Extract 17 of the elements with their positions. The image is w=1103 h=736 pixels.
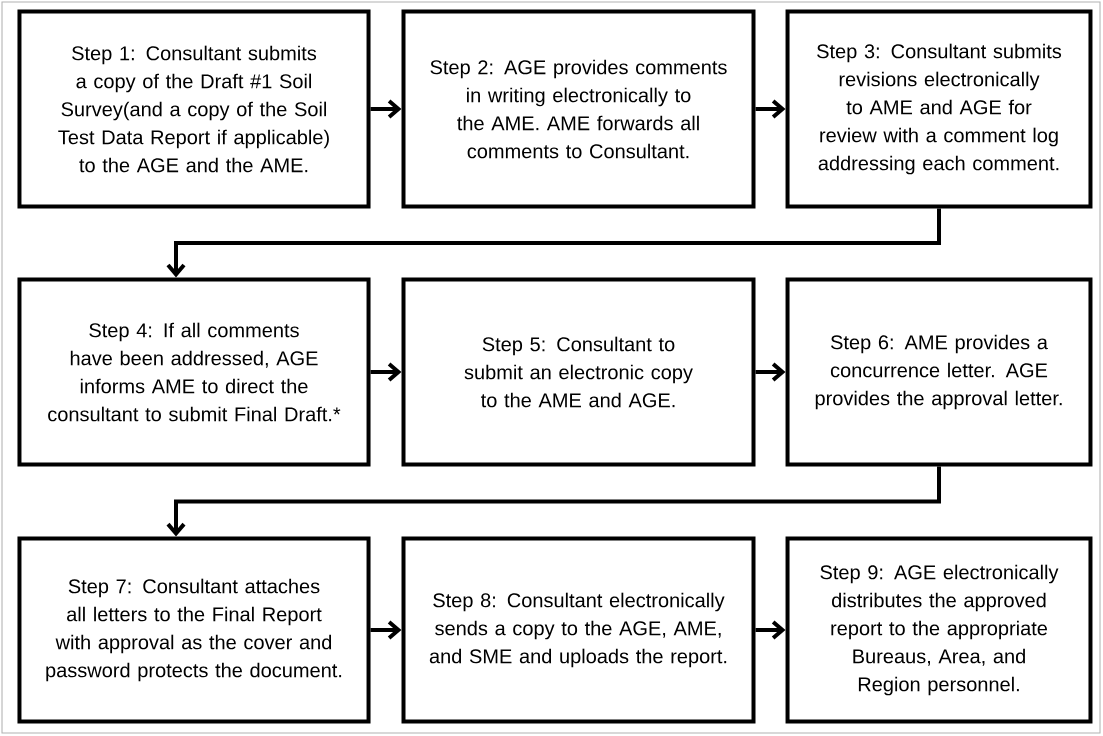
arrow [166, 466, 941, 537]
arrow [370, 362, 402, 382]
process-box: Step 1: Consultant submits a copy of the Draft #1 Soil Survey(and a copy of the Soil Test Data Report if applicable) to the AGE and the AME. [17, 9, 371, 209]
arrow [166, 208, 941, 278]
process-box: Step 5: Consultant to submit an electronic copy to the AME and AGE. [401, 277, 756, 467]
process-box: Step 6: AME provides a concurrence letter. AGE provides the approval letter. [785, 277, 1093, 467]
process-box: Step 4: If all comments have been addressed, AGE informs AME to direct the consultant to submit Final Draft.* [17, 277, 371, 467]
process-box: Step 9: AGE electronically distributes the approved report to the appropriate Bureaus, Area, and Region personnel. [785, 536, 1093, 724]
arrow [755, 99, 786, 119]
arrow [755, 620, 786, 640]
arrow [755, 362, 786, 382]
process-box: Step 7: Consultant attaches all letters to the Final Report with approval as the cover and password protects the document. [17, 536, 371, 724]
arrow [370, 99, 402, 119]
process-box: Step 2: AGE provides comments in writing electronically to the AME. AME forwards all comments to Consultant. [401, 9, 756, 209]
arrow [370, 620, 402, 640]
process-box: Step 8: Consultant electronically sends a copy to the AGE, AME, and SME and uploads the report. [401, 536, 756, 724]
process-box: Step 3: Consultant submits revisions electronically to AME and AGE for review with a comment log addressing each comment. [785, 9, 1093, 209]
